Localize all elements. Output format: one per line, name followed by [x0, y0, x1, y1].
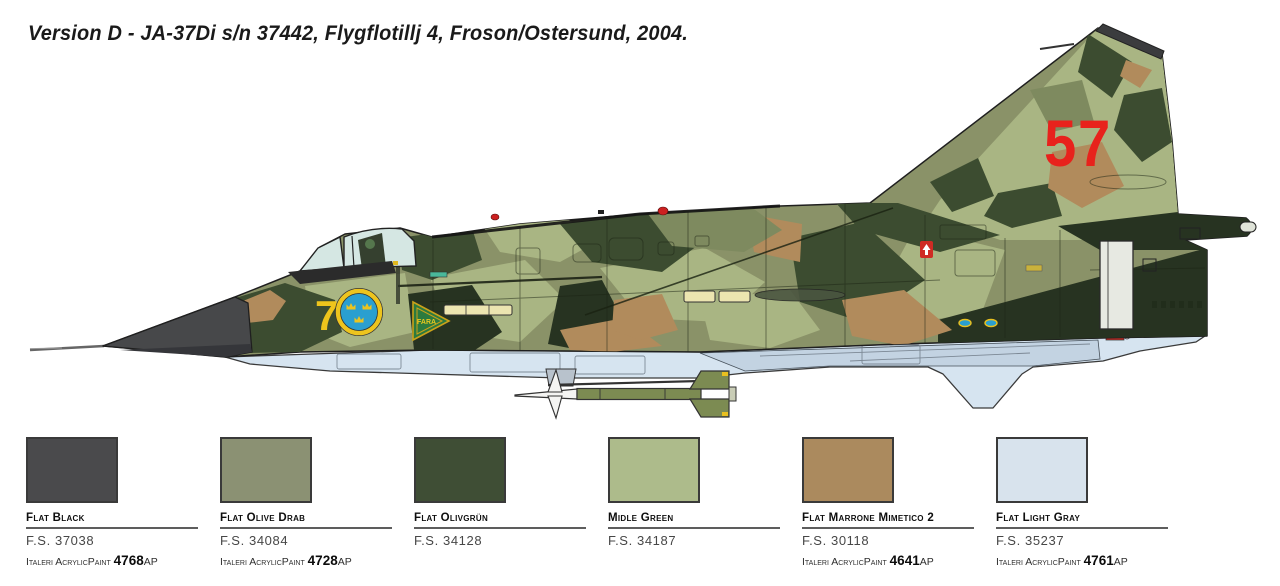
structural-lines: [396, 204, 894, 316]
paint-name: Flat Olivgrün: [414, 512, 586, 529]
radome-underside: [120, 344, 252, 357]
paint-entry: Flat Black F.S. 37038 Italeri AcrylicPai…: [26, 437, 198, 568]
paint-swatch: [608, 437, 700, 503]
paint-fs-code: F.S. 35237: [996, 533, 1065, 548]
anti-collision-beacon: [657, 206, 669, 216]
svg-text:57: 57: [1044, 108, 1112, 181]
svg-text:FARA: FARA: [417, 319, 436, 326]
antiglare-panel: [288, 261, 396, 284]
page-title: Version D - JA-37Di s/n 37442, Flygfloti…: [28, 22, 689, 45]
paint-swatch: [802, 437, 894, 503]
paint-name: Flat Black: [26, 512, 198, 529]
paint-name: Flat Light Gray: [996, 512, 1168, 529]
paint-fs-code: F.S. 30118: [802, 533, 870, 548]
missile: [514, 368, 737, 420]
fin-tip: [1095, 23, 1165, 60]
stencils: [429, 206, 1043, 328]
drag-chute-door: [1099, 240, 1134, 330]
paint-entry: Midle Green F.S. 34187: [608, 437, 780, 568]
paint-fs-code: F.S. 37038: [26, 533, 95, 548]
paint-fs-code: F.S. 34128: [414, 533, 483, 548]
fara-marking: FARA: [412, 300, 451, 342]
paint-brand-line: Italeri AcrylicPaint 4641AP: [802, 553, 934, 568]
paint-swatch: [220, 437, 312, 503]
camouflage-pattern: [232, 28, 1252, 353]
paint-name: Flat Olive Drab: [220, 512, 392, 529]
paint-chart: Flat Black F.S. 37038 Italeri AcrylicPai…: [26, 437, 1190, 568]
paint-swatch: [414, 437, 506, 503]
paint-name: Midle Green: [608, 512, 780, 529]
missile-nose: [514, 388, 578, 400]
paint-swatch: [26, 437, 118, 503]
paint-entry: Flat Olivgrün F.S. 34128: [414, 437, 586, 568]
paint-brand-line: Italeri AcrylicPaint 4761AP: [996, 553, 1128, 568]
svg-text:7: 7: [315, 292, 338, 339]
windscreen: [298, 235, 345, 272]
paint-entry: Flat Marrone Mimetico 2 F.S. 30118 Itale…: [802, 437, 974, 568]
paint-fs-code: F.S. 34187: [608, 533, 677, 548]
tail-number: 57: [1044, 108, 1112, 181]
paint-entry: Flat Light Gray F.S. 35237 Italeri Acryl…: [996, 437, 1168, 568]
aircraft-illustration: 57 7 FARA: [29, 23, 1257, 420]
paint-brand-line: Italeri AcrylicPaint 4768AP: [26, 553, 158, 568]
rescue-placard: [920, 241, 933, 258]
paint-entry: Flat Olive Drab F.S. 34084 Italeri Acryl…: [220, 437, 392, 568]
paint-brand-line: Italeri AcrylicPaint 4728AP: [220, 553, 352, 568]
fin-probe: [1039, 43, 1075, 50]
missile-body: [576, 387, 702, 401]
ejection-seat: [358, 233, 386, 269]
nose-number: 7: [315, 292, 338, 339]
far-wing: [699, 339, 1101, 372]
headrest: [365, 239, 375, 249]
paint-swatch: [996, 437, 1088, 503]
paint-name: Flat Marrone Mimetico 2: [802, 512, 974, 529]
anti-collision-beacon: [490, 213, 500, 221]
paint-fs-code: F.S. 34084: [220, 533, 289, 548]
cockpit: [288, 227, 417, 284]
roundel-three-crowns: [335, 288, 383, 336]
pitot-probe: [29, 344, 105, 352]
tail-details: [1099, 221, 1257, 330]
